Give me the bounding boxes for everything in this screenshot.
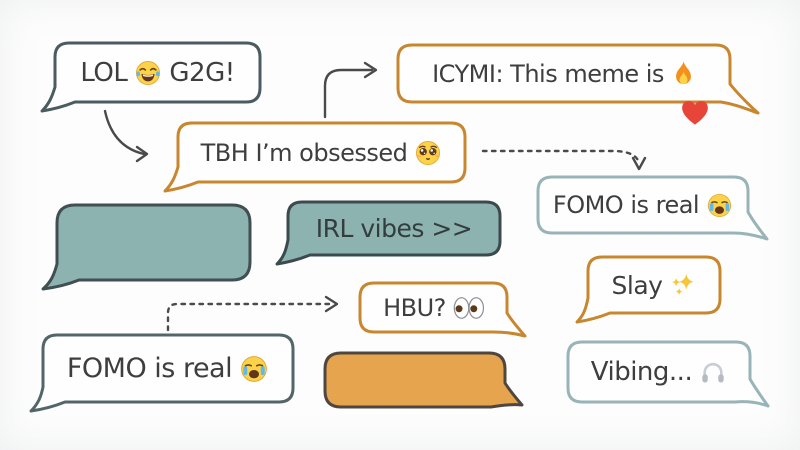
message-lol-text-before: LOL <box>80 57 128 88</box>
message-irl-text: IRL vibes >> <box>315 214 473 243</box>
message-icymi-text: ICYMI: This meme is <box>432 59 664 88</box>
speech-bubble-tbh <box>163 121 467 193</box>
message-vibing: Vibing... <box>568 342 750 402</box>
message-vibing-text: Vibing... <box>590 357 693 387</box>
speech-bubble-vibing <box>566 340 770 408</box>
red-heart-emoji-icon <box>676 94 714 132</box>
arrow-tbh-to-icymi <box>323 61 378 119</box>
speech-bubble-slay <box>575 255 722 324</box>
eyes-emoji-icon <box>453 296 484 319</box>
message-hbu-text: HBU? <box>383 293 446 322</box>
fire-emoji-icon <box>675 60 691 84</box>
face-with-tears-of-joy-emoji-icon <box>136 60 161 85</box>
message-fomo-left-text: FOMO is real <box>66 353 233 384</box>
message-fomo-right: FOMO is real <box>538 177 748 233</box>
message-lol-text-after: G2G! <box>169 57 235 88</box>
empty-bubble-teal <box>41 203 252 291</box>
loudly-crying-face-emoji-icon <box>241 355 267 382</box>
message-lol: LOL G2G! <box>55 43 260 102</box>
loudly-crying-face-emoji-icon <box>708 193 732 217</box>
message-hbu: HBU? <box>360 283 507 332</box>
message-icymi: ICYMI: This meme is <box>404 45 724 102</box>
message-tbh-text: TBH I’m obsessed <box>200 138 408 167</box>
speech-bubble-fomo-right <box>536 175 769 241</box>
dotted-arrow-fomo-to-hbu <box>166 295 339 332</box>
message-fomo-left: FOMO is real <box>43 335 293 402</box>
arrow-lol-to-tbh <box>103 109 149 163</box>
message-fomo-right-text: FOMO is real <box>552 191 700 219</box>
speech-bubble-icymi <box>396 43 760 115</box>
pleading-face-emoji-icon <box>416 140 441 165</box>
headphone-emoji-icon <box>702 362 724 383</box>
empty-bubble-orange <box>323 351 524 409</box>
message-tbh: TBH I’m obsessed <box>178 123 465 182</box>
speech-bubble-fomo-left <box>29 333 295 413</box>
message-slay: Slay <box>588 257 720 313</box>
sparkles-emoji-icon <box>672 273 695 295</box>
message-irl: IRL vibes >> <box>288 202 500 255</box>
speech-bubble-hbu <box>358 281 527 338</box>
message-slay-text: Slay <box>611 270 663 300</box>
speech-bubble-irl <box>275 200 502 266</box>
dotted-arrow-tbh-to-fomo <box>481 149 647 171</box>
